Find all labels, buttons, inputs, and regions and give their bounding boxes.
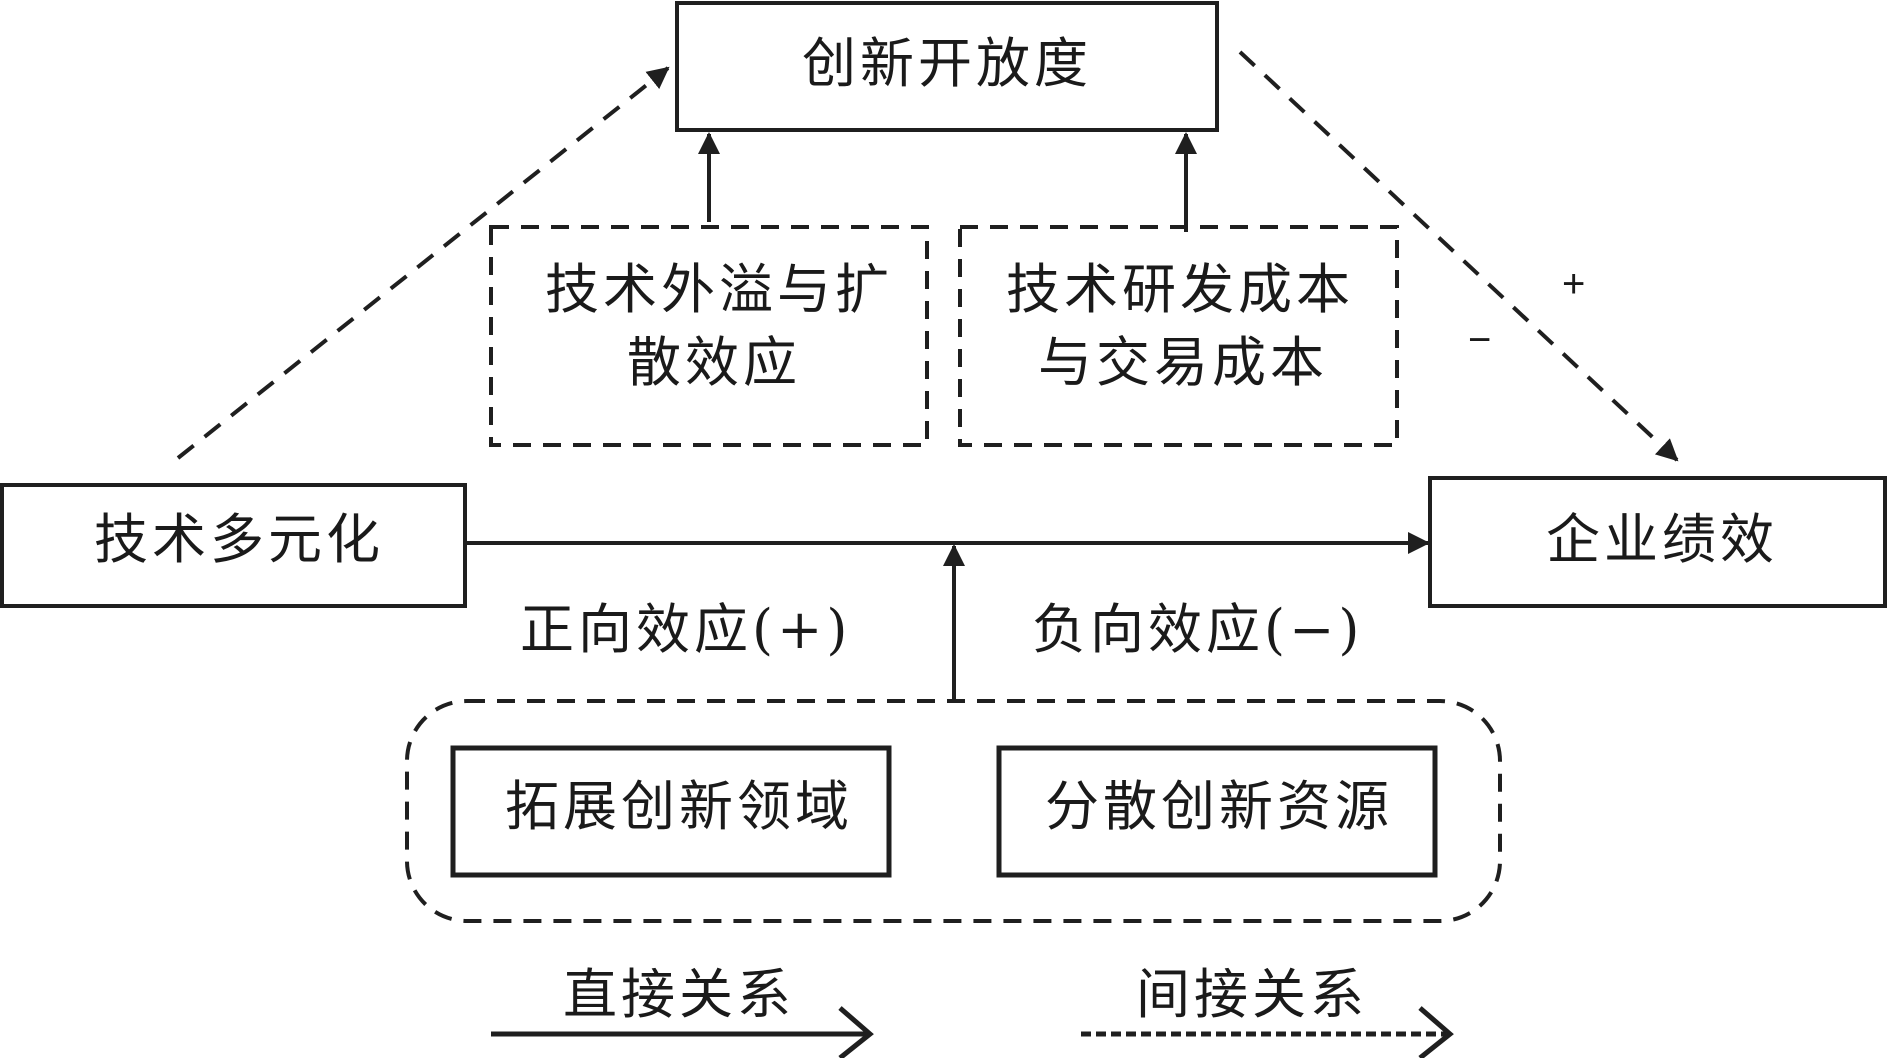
minus-sign-label: − [1468, 318, 1492, 362]
effects-group-box [405, 699, 1502, 923]
legend-indirect-label: 间接关系 [1136, 963, 1368, 1026]
tech-spillover-box [489, 225, 929, 447]
openness-to-performance-dashed-arrow [1238, 50, 1679, 462]
plus-sign-label: + [1562, 262, 1586, 306]
tech-diversification-label: 技术多元化 [94, 508, 384, 571]
rd-cost-box [958, 225, 1399, 447]
firm-performance-box [1428, 476, 1887, 608]
rd-cost-label-line2: 与交易成本 [1038, 331, 1328, 394]
legend-direct-arrow [491, 1006, 874, 1058]
disperse-resources-box [996, 745, 1438, 878]
negative-effect-label: 负向效应(−) [1032, 598, 1364, 661]
expand-domain-label: 拓展创新领域 [505, 775, 853, 838]
tech-diversification-box [0, 483, 467, 608]
innovation-openness-label: 创新开放度 [802, 32, 1092, 95]
diversification-to-openness-dashed-arrow [176, 66, 670, 460]
innovation-openness-box [675, 1, 1219, 132]
positive-effect-label: 正向效应(+) [520, 598, 852, 661]
tech-spillover-label-line1: 技术外溢与扩 [545, 258, 893, 321]
legend-indirect-arrow [1081, 1006, 1454, 1058]
tech-spillover-label-line2: 散效应 [627, 331, 801, 394]
expand-domain-box [450, 745, 892, 878]
legend-direct-label: 直接关系 [563, 963, 795, 1026]
firm-performance-label: 企业绩效 [1546, 508, 1778, 571]
rd-cost-label-line1: 技术研发成本 [1006, 258, 1354, 321]
disperse-resources-label: 分散创新资源 [1045, 775, 1393, 838]
